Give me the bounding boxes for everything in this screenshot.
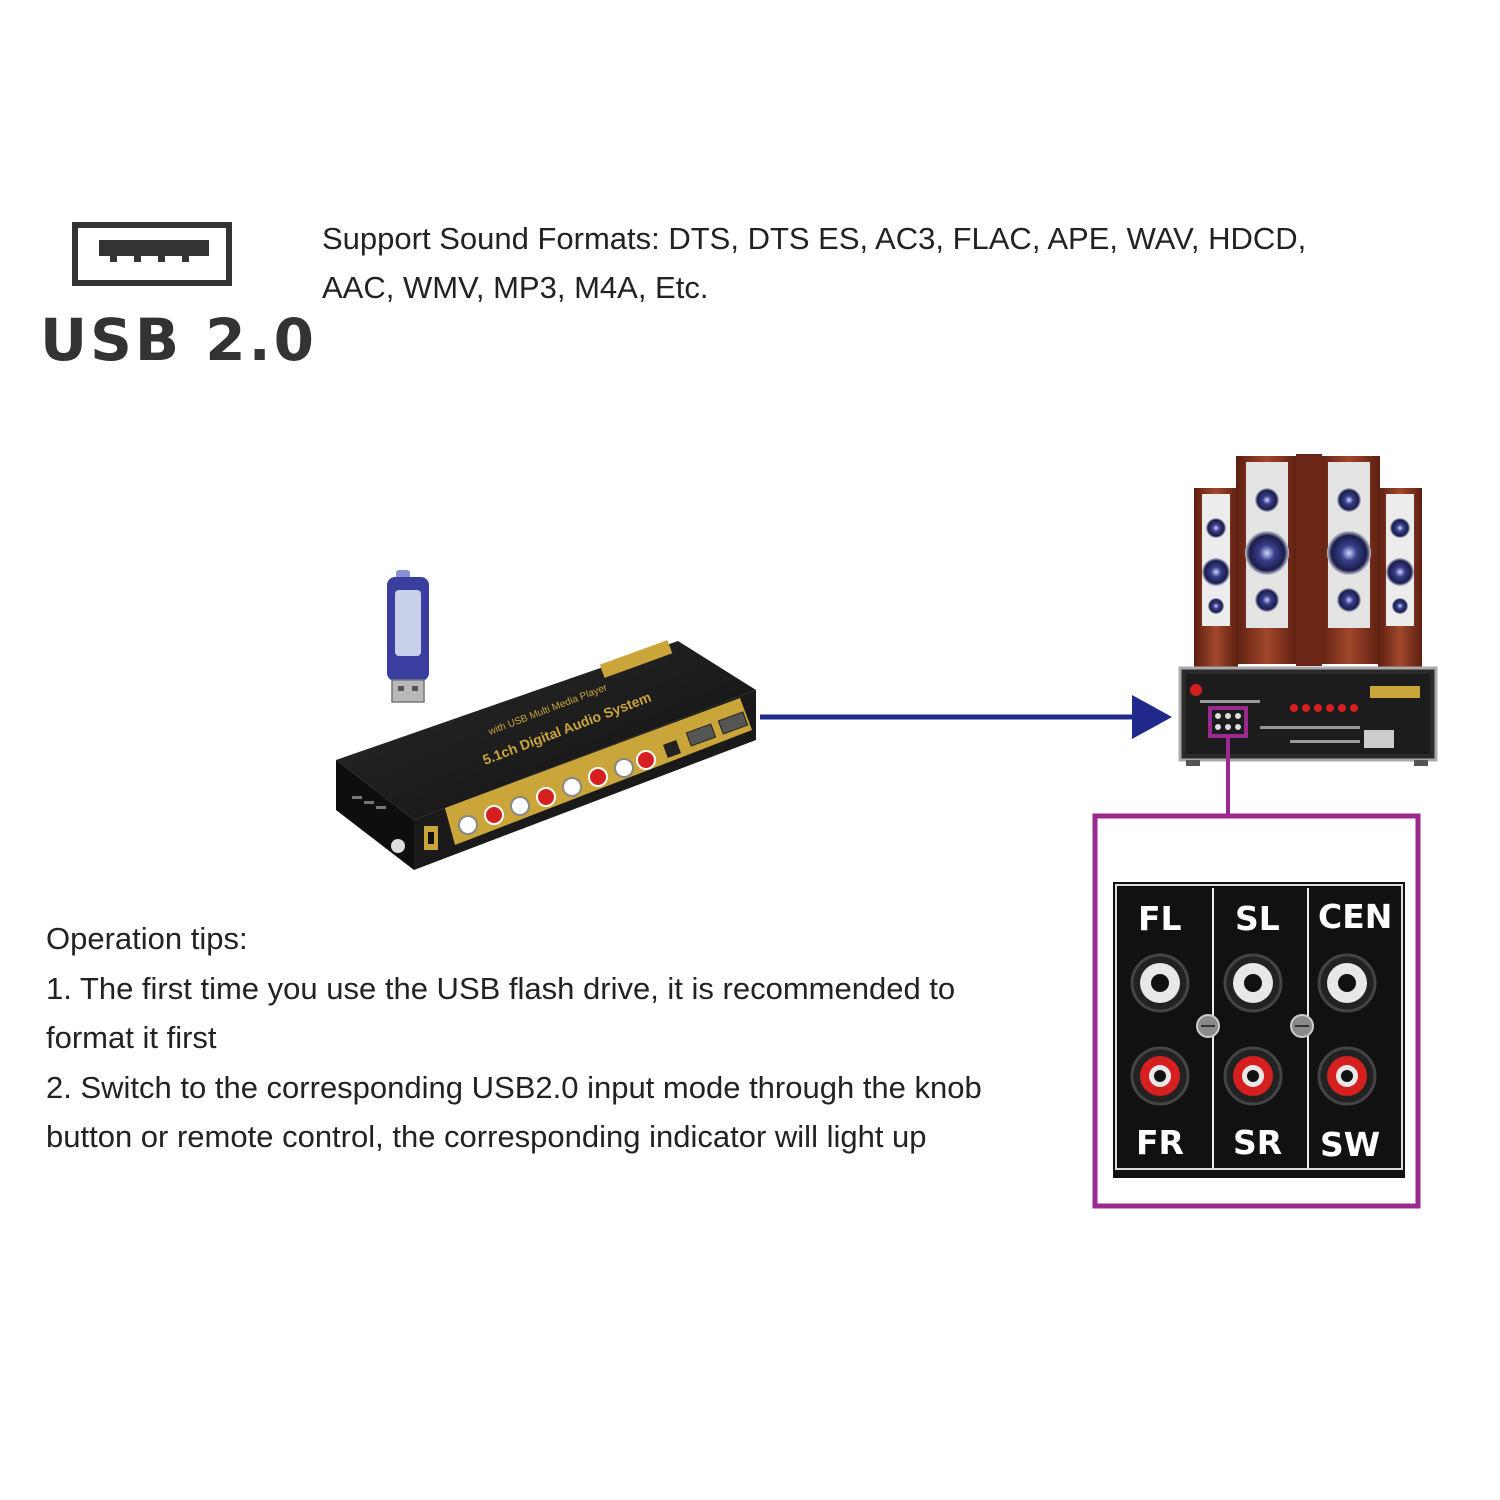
red-rca-jack-icons: [1130, 1046, 1377, 1106]
channel-label-fl: FL: [1138, 899, 1182, 938]
operation-tips: Operation tips: 1. The first time you us…: [46, 914, 1056, 1162]
formats-line-2: AAC, WMV, MP3, M4A, Etc.: [322, 270, 709, 305]
formats-line-1: Support Sound Formats: DTS, DTS ES, AC3,…: [322, 221, 1307, 256]
amplifier-icon: [1178, 666, 1438, 766]
channel-label-sr: SR: [1233, 1123, 1282, 1162]
sound-formats: Support Sound Formats: DTS, DTS ES, AC3,…: [322, 214, 1432, 312]
rca-jacks: [458, 750, 656, 835]
white-rca-jack-icons: [1130, 953, 1377, 1013]
tips-line-2: format it first: [46, 1020, 217, 1055]
channel-label-sw: SW: [1320, 1125, 1380, 1164]
zoom-highlight-box: [1092, 813, 1421, 1209]
usb-flash-drive-icon: [387, 570, 429, 703]
tips-line-4: button or remote control, the correspond…: [46, 1119, 927, 1154]
channel-label-cen: CEN: [1318, 897, 1392, 936]
tips-line-3: 2. Switch to the corresponding USB2.0 in…: [46, 1069, 982, 1105]
tips-line-1: 1. The first time you use the USB flash …: [46, 970, 956, 1006]
channel-label-fr: FR: [1136, 1123, 1184, 1162]
speaker-set-icon: [1194, 454, 1422, 668]
usb-label: USB 2.0: [40, 306, 318, 374]
usb-port-icon: [72, 222, 232, 286]
channel-label-sl: SL: [1235, 899, 1280, 938]
channel-output-panel: FL SL CEN FR SR SW: [1113, 882, 1405, 1178]
audio-decoder-device: 5.1ch Digital Audio System with USB Mult…: [336, 640, 756, 870]
signal-arrow: [760, 695, 1172, 739]
tips-title: Operation tips:: [46, 921, 248, 956]
